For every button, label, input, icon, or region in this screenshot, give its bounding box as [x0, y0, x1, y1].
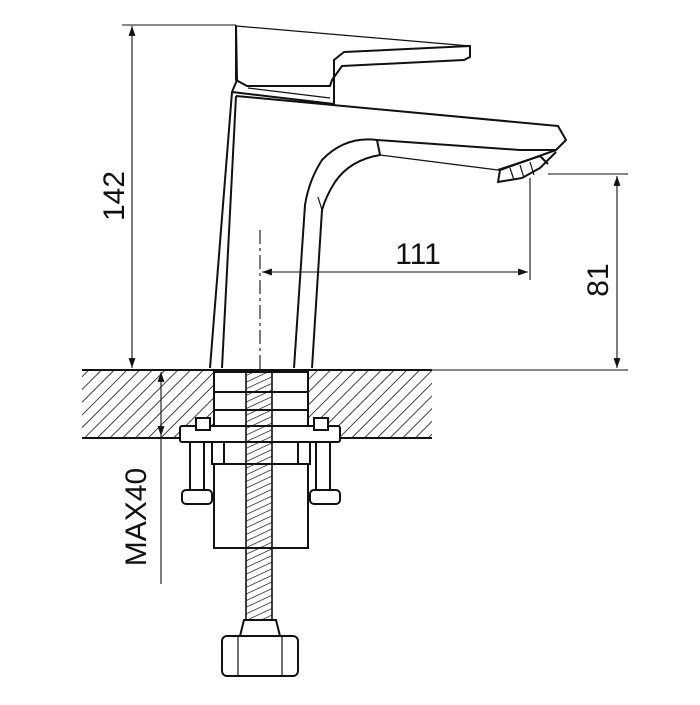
- dimension-label-81: 81: [582, 263, 615, 296]
- faucet-body: [209, 25, 567, 369]
- mounting-assembly: [179, 371, 341, 677]
- dimension-max-thickness: MAX40: [120, 372, 165, 584]
- dimension-label-142: 142: [98, 171, 131, 221]
- dimension-label-111: 111: [395, 238, 441, 271]
- dimension-spout-height: 81: [432, 173, 628, 371]
- dimension-height: 142: [98, 24, 236, 368]
- dimension-reach: 111: [262, 178, 531, 280]
- dimension-label-max40: MAX40: [120, 468, 153, 566]
